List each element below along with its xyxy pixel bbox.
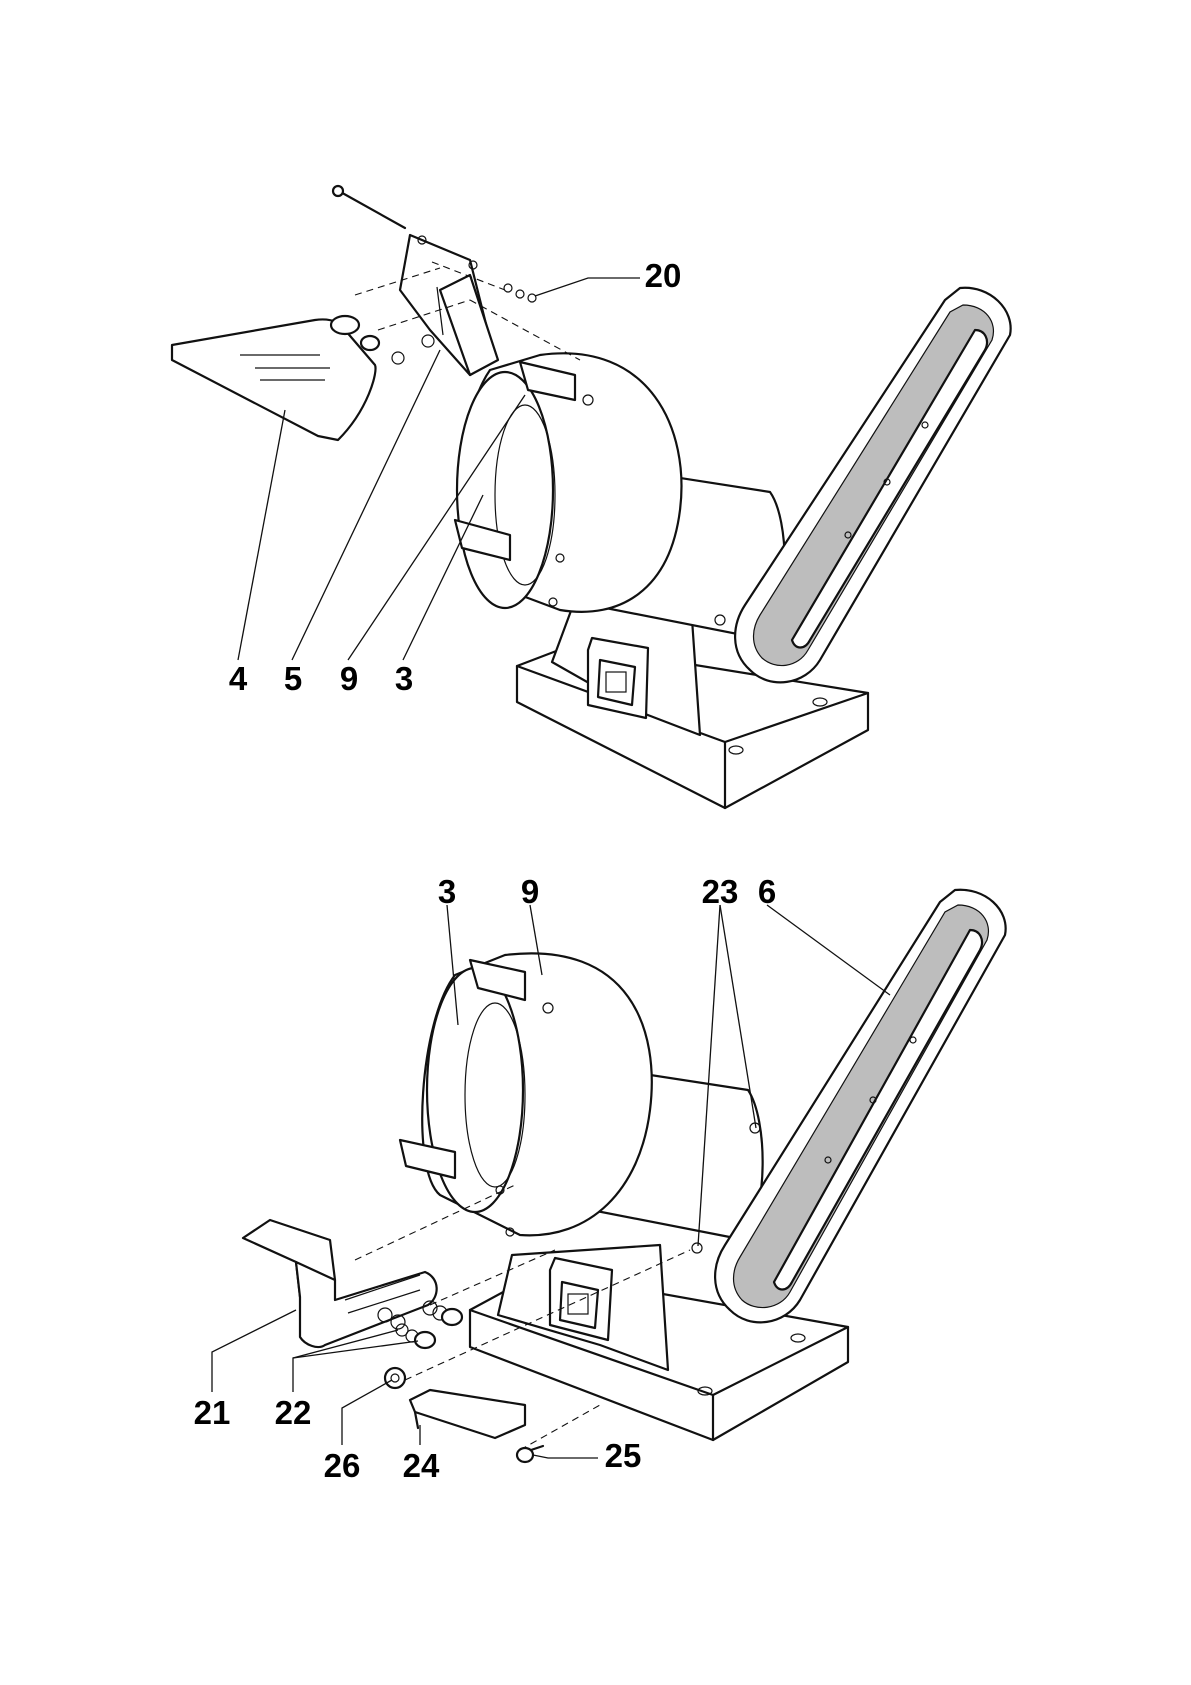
top-wheel-guard (455, 353, 681, 612)
bottom-knob-part-26 (385, 1368, 405, 1388)
top-callout-3: 3 (395, 660, 413, 697)
bottom-callout-23: 23 (702, 873, 739, 910)
top-belt-sander-arm (715, 288, 1011, 683)
top-callout-9: 9 (340, 660, 358, 697)
bottom-callout-26: 26 (324, 1447, 361, 1484)
top-bracket-part-5 (400, 235, 498, 375)
bottom-screw-part-25 (517, 1446, 543, 1462)
bottom-callout-25: 25 (605, 1437, 642, 1474)
bottom-callout-21: 21 (194, 1394, 231, 1431)
bottom-callout-24: 24 (403, 1447, 440, 1484)
bottom-power-switch (550, 1258, 612, 1340)
bottom-callout-6: 6 (758, 873, 776, 910)
bottom-callout-22: 22 (275, 1394, 312, 1431)
top-long-bolt (333, 186, 405, 228)
bottom-callout-9: 9 (521, 873, 539, 910)
top-assembly-view: 20 4 5 9 3 (172, 186, 1011, 808)
top-callout-4: 4 (229, 660, 248, 697)
top-callout-20: 20 (645, 257, 682, 294)
bottom-assembly-view: 3 9 23 6 21 22 26 24 25 (194, 873, 1006, 1484)
bottom-wheel-guard (400, 953, 652, 1236)
top-tool-rest-part-4 (172, 316, 379, 440)
bottom-callout-3: 3 (438, 873, 456, 910)
bottom-guard-part-24 (410, 1390, 525, 1438)
top-power-switch (588, 638, 648, 718)
top-callout-5: 5 (284, 660, 302, 697)
